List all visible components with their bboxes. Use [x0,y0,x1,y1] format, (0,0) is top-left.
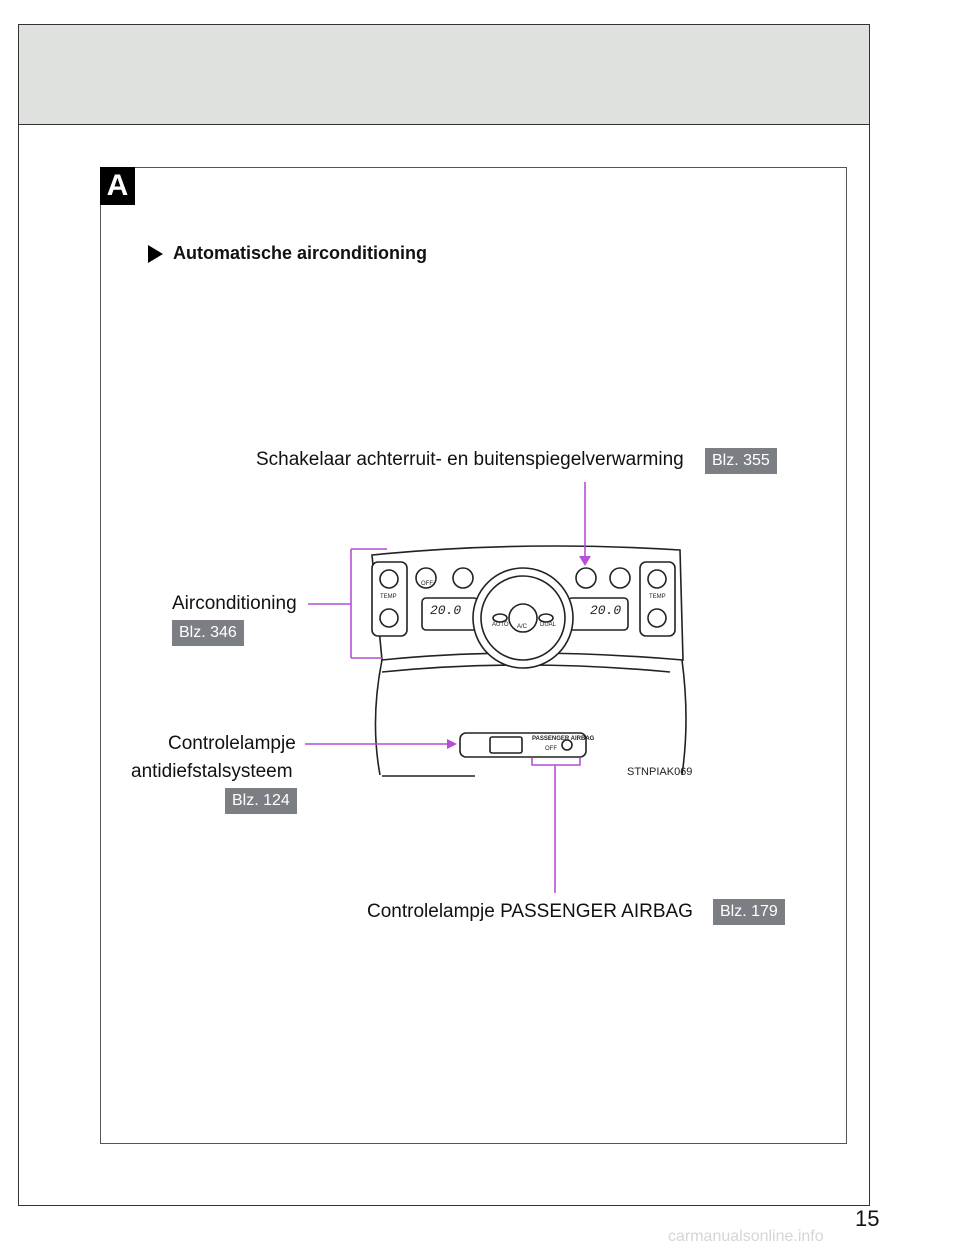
theft-label-line1: Controlelampje [168,733,296,754]
header-band [18,24,870,125]
auto-text: AUTO [492,622,509,628]
defogger-label: Schakelaar achterruit- en buitenspiegelv… [256,449,684,470]
section-title: Automatische airconditioning [148,243,427,264]
triangle-bullet-icon [148,244,163,263]
theft-label-line2: antidiefstalsysteem [131,761,293,782]
temp-right-text: TEMP [649,594,666,600]
temp-left-text: TEMP [380,594,397,600]
off-text: OFF [421,581,433,587]
airbag-page-badge[interactable]: Blz. 179 [713,899,785,925]
figure-code-text: STNPIAK069 [627,766,692,778]
aircon-label: Airconditioning [172,593,297,614]
theft-page-badge[interactable]: Blz. 124 [225,788,297,814]
dual-text: DUAL [540,622,557,628]
display-right-text: 20.0 [590,603,621,618]
watermark-text: carmanualsonline.info [668,1228,824,1245]
section-title-text: Automatische airconditioning [173,243,428,263]
airbag-label: Controlelampje PASSENGER AIRBAG [367,901,693,922]
section-tab: A [100,167,135,205]
aircon-page-badge[interactable]: Blz. 346 [172,620,244,646]
section-box [100,167,847,1144]
airbag-title-text: PASSENGER AIRBAG [532,736,595,742]
airbag-off-text: OFF [545,746,557,752]
defogger-page-badge[interactable]: Blz. 355 [705,448,777,474]
ac-text: A/C [517,624,528,630]
page-number: 15 [855,1206,880,1231]
display-left-text: 20.0 [430,603,461,618]
